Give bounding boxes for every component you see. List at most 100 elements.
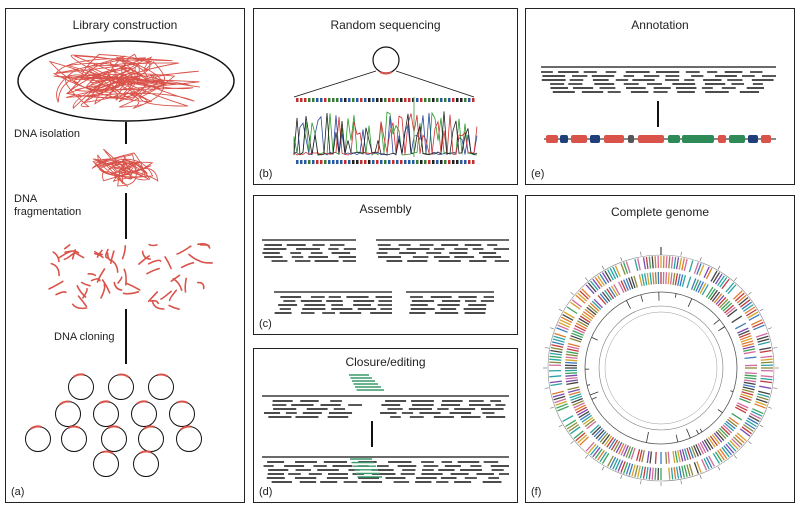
gene-feature — [604, 135, 624, 143]
gene-tick — [688, 260, 694, 273]
gene-tick — [714, 451, 723, 463]
base-call — [412, 160, 415, 164]
gene-tick — [575, 406, 588, 414]
dna-fragment — [164, 256, 172, 270]
gc-spike — [687, 298, 693, 307]
gene-tick — [719, 277, 728, 288]
scale-tick — [717, 466, 721, 471]
base-call — [356, 160, 359, 164]
gene-tick — [601, 272, 610, 284]
base-call — [468, 98, 471, 102]
gene-tick — [608, 286, 617, 298]
dna-fragment — [82, 288, 88, 299]
gene-tick — [581, 288, 591, 298]
gc-spike — [720, 326, 726, 330]
base-call — [392, 160, 395, 164]
insert-segment — [29, 425, 42, 430]
gene-tick — [645, 467, 649, 480]
gene-tick — [569, 337, 582, 343]
gene-tick — [711, 434, 721, 445]
gene-tick — [679, 274, 684, 287]
gene-tick — [570, 335, 583, 341]
base-call — [448, 98, 451, 102]
scale-tick — [640, 251, 642, 256]
gene-tick — [646, 272, 650, 285]
base-call — [428, 98, 431, 102]
gene-tick — [719, 298, 729, 309]
gene-tick — [591, 426, 602, 436]
gene-tick — [572, 330, 584, 336]
gene-tick — [634, 258, 639, 271]
sequencing-chromatogram — [293, 46, 478, 164]
gene-tick — [559, 319, 571, 326]
plasmid-circle — [176, 426, 202, 452]
dna-fragment — [48, 280, 64, 290]
gene-tick — [562, 314, 574, 321]
base-call — [368, 160, 371, 164]
gene-tick — [693, 262, 700, 274]
base-call — [432, 98, 435, 102]
gene-tick — [701, 284, 709, 296]
gene-tick — [686, 464, 691, 477]
gene-tick — [744, 356, 757, 360]
gene-tick — [739, 397, 751, 404]
gene-tick — [731, 315, 743, 324]
gene-tick — [645, 256, 649, 269]
gene-tick — [574, 325, 586, 332]
base-call — [384, 98, 387, 102]
gene-tick — [606, 288, 615, 300]
gene-tick — [744, 379, 757, 383]
gene-tick — [606, 436, 615, 448]
gc-spike — [589, 391, 599, 396]
base-call — [412, 98, 415, 102]
gene-tick — [744, 421, 756, 430]
isolated-dna — [91, 148, 159, 188]
base-call — [332, 98, 335, 102]
dna-fragment — [170, 274, 181, 283]
gene-tick — [654, 272, 657, 285]
scale-tick — [549, 327, 555, 330]
gene-tick — [575, 432, 586, 442]
gene-tick — [683, 465, 688, 478]
gene-tick — [572, 400, 584, 406]
panel-assembly: Assembly (c) — [253, 195, 518, 335]
gene-tick — [571, 299, 583, 308]
dna-fragment — [87, 273, 97, 277]
base-call — [364, 160, 367, 164]
scale-tick — [699, 256, 702, 262]
plasmid-circle — [133, 451, 159, 477]
gene-tick — [690, 446, 697, 458]
dna-fragment — [148, 243, 158, 247]
gene-tick — [601, 434, 611, 445]
base-call — [300, 160, 303, 164]
gene-tick — [595, 429, 605, 440]
trace-line — [293, 111, 478, 156]
gene-tick — [736, 294, 747, 304]
base-call — [352, 98, 355, 102]
gene-tick — [554, 398, 567, 404]
base-call — [372, 160, 375, 164]
gene-tick — [714, 273, 723, 285]
gene-tick — [625, 446, 632, 458]
gc-spike — [699, 428, 703, 433]
insert-segment — [139, 450, 152, 454]
gene-tick — [614, 459, 621, 471]
gene-tick — [562, 415, 574, 422]
gene-tick — [549, 355, 562, 359]
gene-tick — [577, 320, 589, 328]
gene-tick — [565, 361, 578, 364]
gene-tick — [578, 317, 590, 326]
plasmid-circle — [93, 451, 119, 477]
base-call — [340, 160, 343, 164]
gene-tick — [593, 427, 603, 438]
gene-tick — [552, 338, 565, 343]
gene-tick — [727, 284, 737, 295]
gene-tick — [723, 445, 733, 456]
gene-tick — [579, 290, 589, 300]
base-call — [316, 160, 319, 164]
gene-tick — [604, 435, 613, 447]
gene-tick — [686, 276, 692, 289]
gene-tick — [556, 327, 568, 333]
gene-tick — [741, 391, 754, 396]
dna-fragment — [110, 250, 115, 264]
